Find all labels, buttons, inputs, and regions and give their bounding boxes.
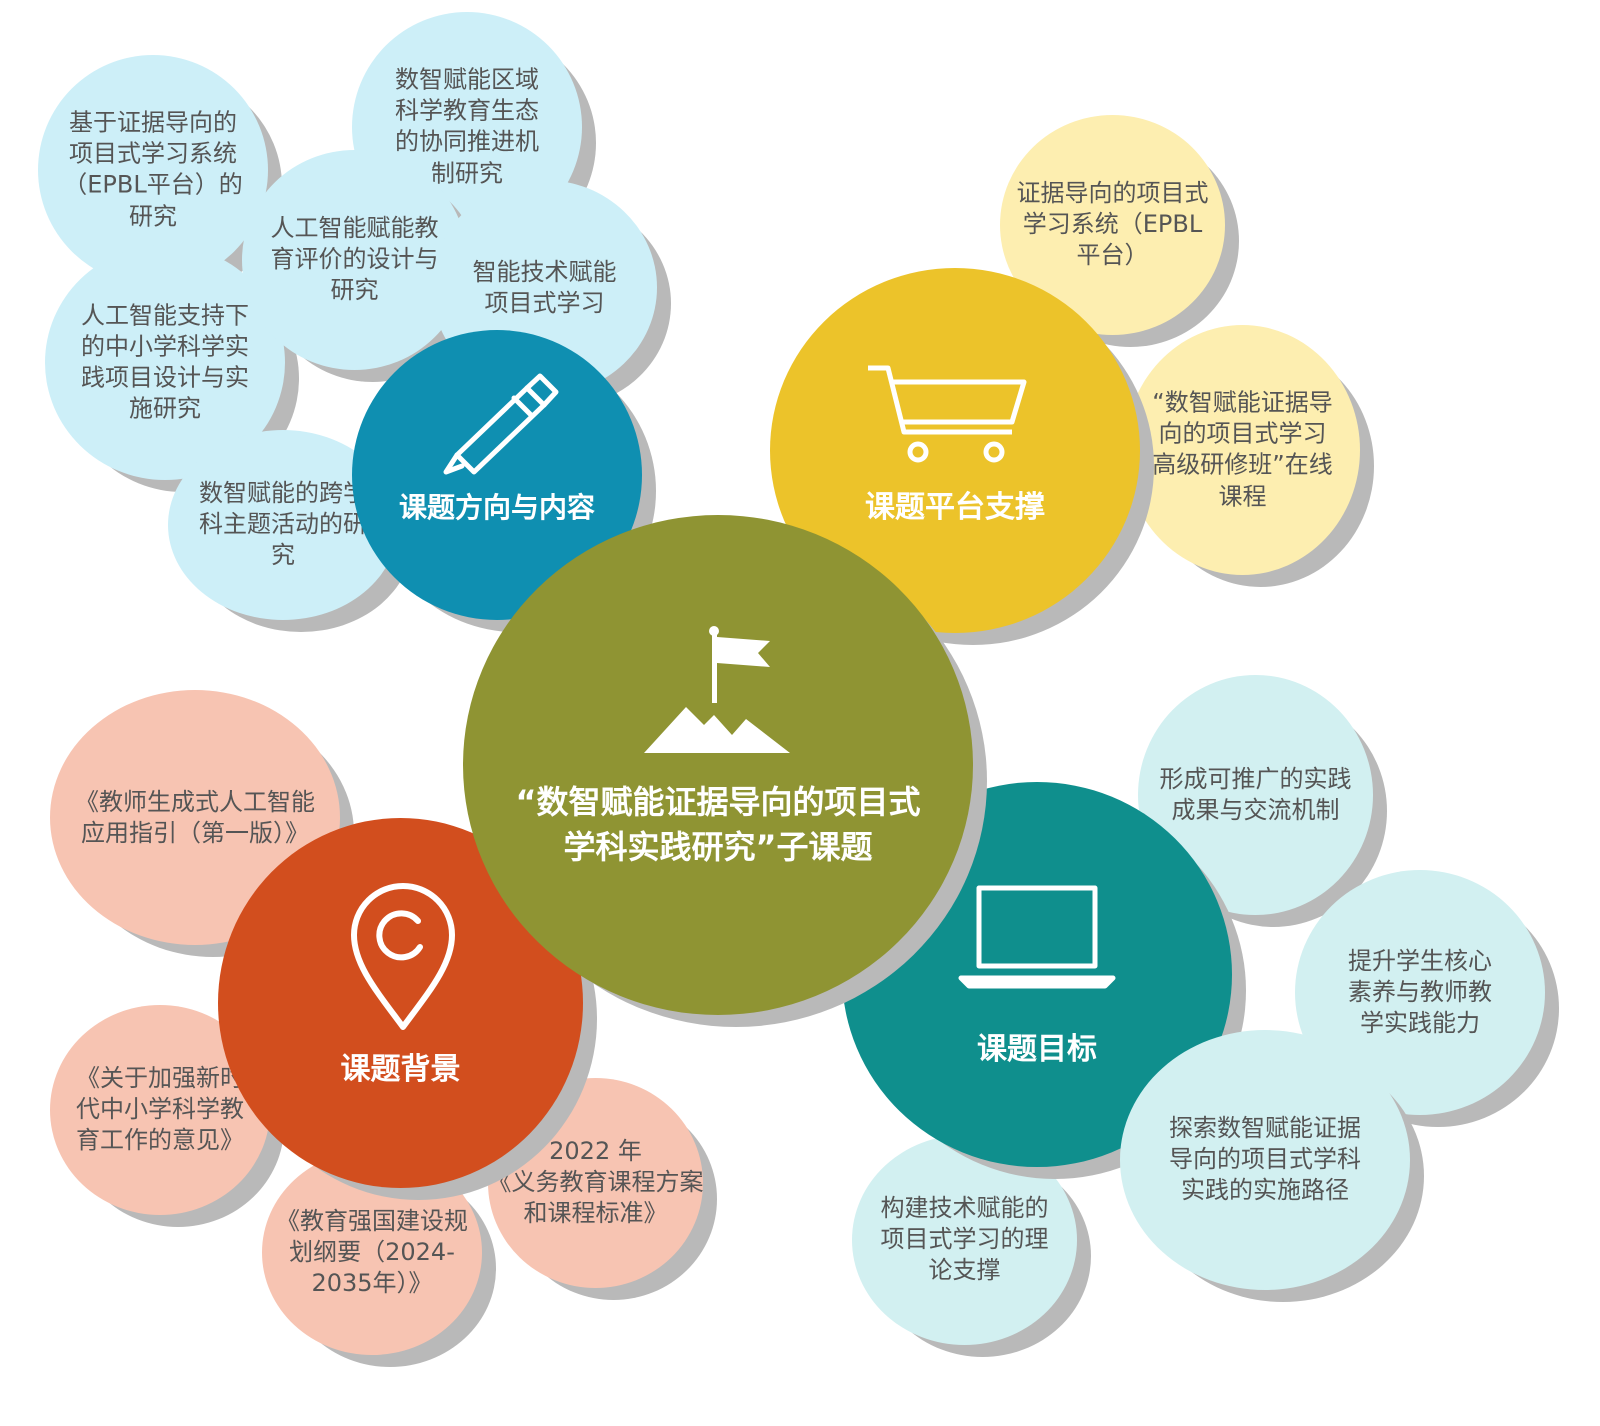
platform-item-2-text: “数智赋能证据导 向的项目式学习 高级研修班”在线 课程 [1152, 388, 1333, 511]
goal-label: 课题目标 [977, 1032, 1097, 1067]
background-item-2-text: 《关于加强新时 代中小学科学教 育工作的意见》 [76, 1064, 244, 1155]
platform-label: 课题平台支撑 [865, 490, 1045, 525]
direction-item-2-text: 数智赋能区域 科学教育生态 的协同推进机 制研究 [395, 65, 539, 188]
background-item-3: 《教育强国建设规 划纲要（2024- 2035年）》 [262, 1150, 482, 1355]
goal-item-4: 构建技术赋能的 项目式学习的理 论支撑 [852, 1135, 1077, 1345]
laptop-icon [958, 885, 1116, 989]
pen-icon [443, 373, 559, 475]
goal-item-1: 形成可推广的实践 成果与交流机制 [1138, 675, 1373, 915]
direction-item-4-text: 智能技术赋能 项目式学习 [472, 257, 617, 317]
direction-item-3-text: 人工智能赋能教 育评价的设计与 研究 [270, 214, 439, 305]
goal-item-3: 探索数智赋能证据 导向的项目式学科 实践的实施路径 [1120, 1030, 1410, 1290]
background-item-2: 《关于加强新时 代中小学科学教 育工作的意见》 [50, 1005, 270, 1215]
goal-item-2-text: 提升学生核心 素养与教师教 学实践能力 [1348, 946, 1492, 1038]
direction-label: 课题方向与内容 [398, 491, 595, 524]
background-item-1-text: 《教师生成式人工智能 应用指引（第一版）》 [75, 787, 315, 847]
goal-item-3-text: 探索数智赋能证据 导向的项目式学科 实践的实施路径 [1169, 1114, 1361, 1205]
location-pin-icon [351, 883, 455, 1030]
center-title: “数智赋能证据导向的项目式 学科实践研究”子课题 [515, 783, 921, 866]
shopping-cart-icon [868, 365, 1027, 463]
background-item-4-text: 2022 年 《义务教育课程方案 和课程标准》 [487, 1137, 704, 1228]
direction-item-1-text: 基于证据导向的 项目式学习系统 （EPBL平台）的 研究 [63, 108, 243, 231]
direction-item-5-text: 人工智能支持下 的中小学科学实 践项目设计与实 施研究 [81, 301, 249, 423]
direction-item-3: 人工智能赋能教 育评价的设计与 研究 [242, 150, 467, 370]
background-item-3-text: 《教育强国建设规 划纲要（2024- 2035年）》 [276, 1206, 468, 1298]
platform-item-2: “数智赋能证据导 向的项目式学习 高级研修班”在线 课程 [1125, 325, 1360, 575]
direction-item-6-text: 数智赋能的跨学 科主题活动的研 究 [199, 479, 367, 570]
platform-item-1-text: 证据导向的项目式 学习系统（EPBL 平台） [1016, 179, 1209, 270]
direction-item-2: 数智赋能区域 科学教育生态 的协同推进机 制研究 [352, 12, 582, 242]
center-circle: “数智赋能证据导向的项目式 学科实践研究”子课题 [463, 515, 973, 1015]
mountain-flag-icon [644, 626, 790, 753]
background-label: 课题背景 [340, 1052, 461, 1087]
goal-item-4-text: 构建技术赋能的 项目式学习的理 论支撑 [880, 1194, 1049, 1285]
goal-item-1-text: 形成可推广的实践 成果与交流机制 [1159, 764, 1352, 824]
